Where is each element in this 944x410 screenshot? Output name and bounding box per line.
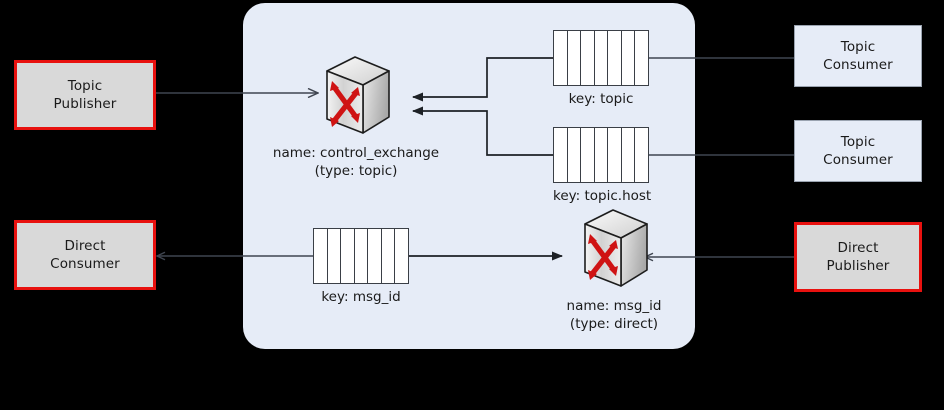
queue-topic-label: key: topic <box>568 91 634 107</box>
queue-topic-host-glyph <box>553 127 649 183</box>
queue-cell <box>341 229 355 283</box>
topic-publisher-label-line2: Publisher <box>53 96 117 112</box>
queue-cell <box>395 229 408 283</box>
queue-cell <box>622 31 636 85</box>
direct-publisher-box[interactable]: Direct Publisher <box>794 222 922 292</box>
topic-consumer-box-2[interactable]: Topic Consumer <box>794 120 922 182</box>
queue-msg-id[interactable]: key: msg_id <box>313 228 409 305</box>
direct-publisher-label-line1: Direct <box>837 239 879 256</box>
queue-topic-glyph <box>553 30 649 86</box>
queue-topic[interactable]: key: topic <box>553 30 649 107</box>
direct-publisher-label-line2: Publisher <box>826 258 890 274</box>
exchange-control-type: (type: topic) <box>314 162 398 179</box>
queue-cell <box>568 128 582 182</box>
direct-consumer-label-line1: Direct <box>64 237 106 254</box>
queue-cell <box>581 31 595 85</box>
exchange-control[interactable]: name: control_exchange (type: topic) <box>258 55 454 180</box>
queue-cell <box>554 128 568 182</box>
direct-consumer-label-line2: Consumer <box>50 256 120 272</box>
queue-cell <box>622 128 636 182</box>
exchange-icon <box>326 56 390 134</box>
topic-consumer-2-label-line1: Topic <box>840 133 876 150</box>
topic-consumer-box-1[interactable]: Topic Consumer <box>794 25 922 87</box>
direct-consumer-box[interactable]: Direct Consumer <box>14 220 156 290</box>
topic-consumer-2-label-line2: Consumer <box>823 152 893 168</box>
queue-cell <box>635 31 648 85</box>
queue-cell <box>314 229 328 283</box>
topic-publisher-box[interactable]: Topic Publisher <box>14 60 156 130</box>
queue-cell <box>608 31 622 85</box>
queue-topic-host-label: key: topic.host <box>553 188 652 204</box>
queue-cell <box>355 229 369 283</box>
exchange-msg-id-type: (type: direct) <box>569 315 659 332</box>
queue-msg-id-label: key: msg_id <box>321 289 401 305</box>
queue-cell <box>608 128 622 182</box>
topic-publisher-label-line1: Topic <box>67 77 103 94</box>
queue-cell <box>595 31 609 85</box>
queue-cell <box>581 128 595 182</box>
queue-topic-host[interactable]: key: topic.host <box>553 127 651 204</box>
queue-cell <box>595 128 609 182</box>
queue-cell <box>554 31 568 85</box>
queue-cell <box>382 229 396 283</box>
queue-cell <box>368 229 382 283</box>
exchange-icon <box>584 209 648 287</box>
queue-msg-id-glyph <box>313 228 409 284</box>
topic-consumer-1-label-line1: Topic <box>840 38 876 55</box>
queue-cell <box>328 229 342 283</box>
exchange-control-name: name: control_exchange <box>272 145 440 161</box>
topic-consumer-1-label-line2: Consumer <box>823 57 893 73</box>
exchange-msg-id-name: name: msg_id <box>566 298 662 314</box>
exchange-msg-id[interactable]: name: msg_id (type: direct) <box>528 208 700 333</box>
queue-cell <box>568 31 582 85</box>
queue-cell <box>635 128 648 182</box>
